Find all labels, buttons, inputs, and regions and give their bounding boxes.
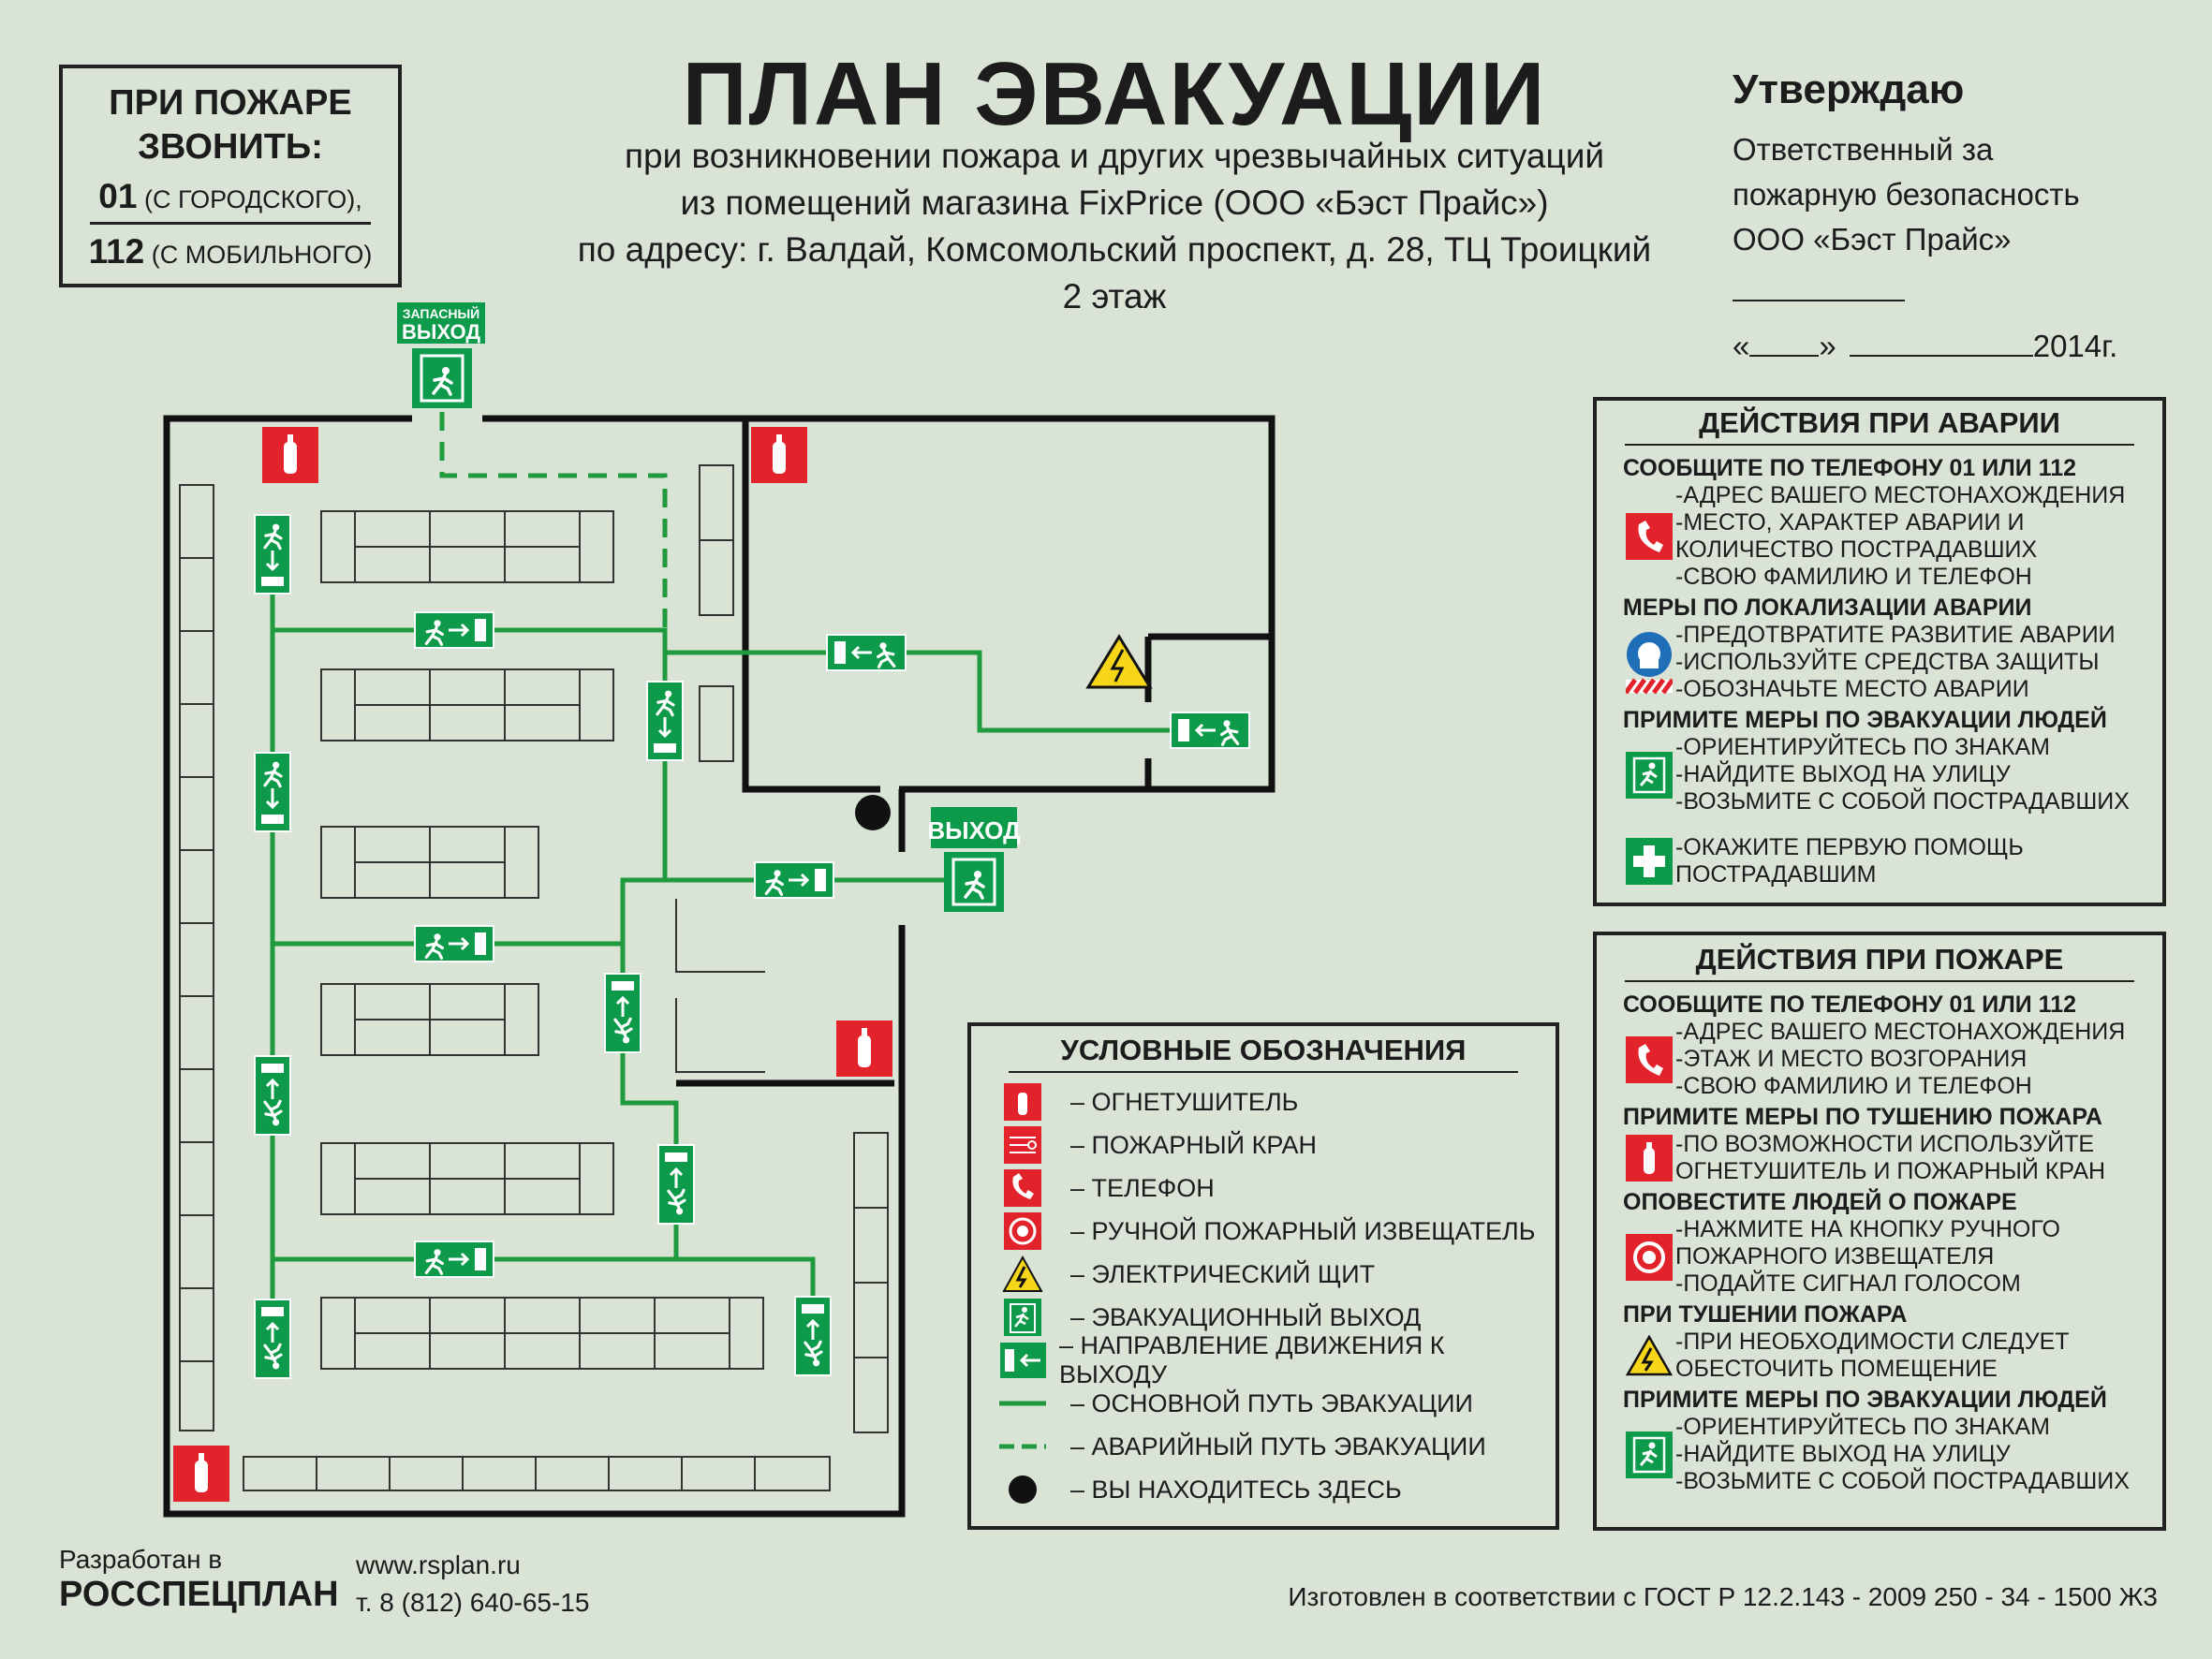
exit-icon	[1626, 1431, 1673, 1478]
spare-exit-label-bottom: ВЫХОД	[402, 320, 480, 344]
direction-sign	[1171, 712, 1249, 748]
fire-section-alert: -НАЖМИТЕ НА КНОПКУ РУЧНОГО ПОЖАРНОГО ИЗВ…	[1623, 1216, 2162, 1298]
extinguisher-icon	[173, 1446, 229, 1502]
floor-plan: ЗАПАСНЫЙ ВЫХОД ВЫХОД	[163, 302, 1276, 1518]
direction-sign	[415, 1241, 494, 1277]
main-exit-label: ВЫХОД	[927, 816, 1021, 844]
phone-box-divider	[90, 222, 371, 225]
fire-section-extinguish: -ПО ВОЗМОЖНОСТИ ИСПОЛЬЗУЙТЕ ОГНЕТУШИТЕЛЬ…	[1623, 1131, 2162, 1185]
developer-contacts: www.rsplan.ru т. 8 (812) 640-65-15	[356, 1547, 589, 1622]
approval-heading: Утверждаю	[1733, 66, 1965, 112]
emergency-evacuation-route	[273, 412, 668, 1262]
phone-icon	[1004, 1169, 1041, 1207]
alarm-button-icon	[1004, 1212, 1041, 1250]
developer-credit: Разработан в РОССПЕЦПЛАН	[59, 1545, 339, 1614]
direction-sign	[255, 515, 290, 594]
legend-item: – ОГНЕТУШИТЕЛЬ	[999, 1080, 1556, 1123]
exit-icon	[1004, 1299, 1041, 1336]
direction-sign	[605, 974, 641, 1052]
accident-actions-panel: ДЕЙСТВИЯ ПРИ АВАРИИ СООБЩИТЕ ПО ТЕЛЕФОНУ…	[1593, 397, 2166, 906]
phone-icon	[1626, 513, 1673, 560]
accident-panel-title: ДЕЙСТВИЯ ПРИ АВАРИИ	[1625, 406, 2134, 446]
phone-number-city: 01 (С ГОРОДСКОГО),	[98, 177, 362, 215]
legend-item: – ОСНОВНОЙ ПУТЬ ЭВАКУАЦИИ	[999, 1382, 1556, 1425]
standard-note: Изготовлен в соответствии с ГОСТ Р 12.2.…	[1288, 1582, 2158, 1611]
fire-panel-title: ДЕЙСТВИЯ ПРИ ПОЖАРЕ	[1625, 943, 2134, 982]
direction-arrow-icon	[1000, 1343, 1046, 1378]
website-link[interactable]: www.rsplan.ru	[356, 1550, 521, 1579]
accident-section-evacuate: -ОРИЕНТИРУЙТЕСЬ ПО ЗНАКАМ -НАЙДИТЕ ВЫХОД…	[1623, 734, 2162, 815]
phone-icon	[1626, 1035, 1673, 1083]
you-are-here-icon	[855, 795, 891, 830]
protection-icon	[1627, 631, 1672, 677]
accident-section-first-aid: -ОКАЖИТЕ ПЕРВУЮ ПОМОЩЬ ПОСТРАДАВШИМ	[1623, 834, 2162, 888]
legend-item: – ТЕЛЕФОН	[999, 1167, 1556, 1210]
direction-sign	[255, 1299, 290, 1378]
electric-hazard-icon	[1002, 1255, 1043, 1292]
phone-number-mobile: 112 (С МОБИЛЬНОГО)	[88, 232, 373, 271]
direction-sign	[795, 1297, 831, 1375]
direction-sign	[827, 635, 906, 670]
extinguisher-icon	[1004, 1083, 1041, 1121]
shelving	[179, 464, 889, 1491]
direction-sign	[415, 926, 494, 962]
electric-hazard-icon	[1085, 634, 1153, 689]
walls	[163, 415, 1276, 1518]
signature-line	[1733, 262, 1905, 301]
legend-item: – ЭЛЕКТРИЧЕСКИЙ ЩИТ	[999, 1253, 1556, 1296]
main-exit-sign: ВЫХОД	[927, 807, 1021, 912]
electric-hazard-icon	[1626, 1334, 1673, 1376]
page-title: ПЛАН ЭВАКУАЦИИ	[682, 44, 1547, 144]
hazard-stripe-icon	[1626, 678, 1673, 694]
you-are-here-icon	[1009, 1475, 1037, 1504]
page-subtitle: при возникновении пожара и других чрезвы…	[577, 137, 1652, 316]
emergency-route-icon	[999, 1444, 1046, 1449]
main-route-icon	[999, 1401, 1046, 1406]
legend-item: – РУЧНОЙ ПОЖАРНЫЙ ИЗВЕЩАТЕЛЬ	[999, 1210, 1556, 1253]
exit-icon	[1626, 751, 1673, 799]
fire-section-power-off: -ПРИ НЕОБХОДИМОСТИ СЛЕДУЕТ ОБЕСТОЧИТЬ ПО…	[1623, 1329, 2162, 1383]
direction-sign	[415, 612, 494, 648]
direction-sign	[255, 1056, 290, 1135]
legend-panel: УСЛОВНЫЕ ОБОЗНАЧЕНИЯ – ОГНЕТУШИТЕЛЬ – ПО…	[967, 1022, 1559, 1530]
direction-sign	[755, 862, 833, 898]
fire-section-evacuate: -ОРИЕНТИРУЙТЕСЬ ПО ЗНАКАМ -НАЙДИТЕ ВЫХОД…	[1623, 1414, 2162, 1495]
accident-section-report: -АДРЕС ВАШЕГО МЕСТОНАХОЖДЕНИЯ -МЕСТО, ХА…	[1623, 482, 2162, 591]
developer-company: РОССПЕЦПЛАН	[59, 1575, 339, 1614]
phone-box-heading: ПРИ ПОЖАРЕ ЗВОНИТЬ:	[109, 83, 352, 167]
fire-section-report: -АДРЕС ВАШЕГО МЕСТОНАХОЖДЕНИЯ -ЭТАЖ И МЕ…	[1623, 1019, 2162, 1100]
direction-sign	[658, 1145, 694, 1224]
fire-actions-panel: ДЕЙСТВИЯ ПРИ ПОЖАРЕ СООБЩИТЕ ПО ТЕЛЕФОНУ…	[1593, 932, 2166, 1531]
alarm-button-icon	[1626, 1233, 1673, 1281]
legend-item: – ПОЖАРНЫЙ КРАН	[999, 1123, 1556, 1167]
extinguisher-icon	[262, 427, 318, 483]
accident-section-localize: -ПРЕДОТВРАТИТЕ РАЗВИТИЕ АВАРИИ -ИСПОЛЬЗУ…	[1623, 622, 2162, 703]
emergency-phone-box: ПРИ ПОЖАРЕ ЗВОНИТЬ: 01 (С ГОРОДСКОГО), 1…	[59, 65, 402, 287]
legend-item: – АВАРИЙНЫЙ ПУТЬ ЭВАКУАЦИИ	[999, 1425, 1556, 1468]
extinguisher-icon	[836, 1020, 892, 1077]
legend-item: – ВЫ НАХОДИТЕСЬ ЗДЕСЬ	[999, 1468, 1556, 1511]
spare-exit-sign: ЗАПАСНЫЙ ВЫХОД	[397, 302, 485, 408]
extinguisher-icon	[751, 427, 807, 483]
direction-sign	[255, 753, 290, 831]
legend-title: УСЛОВНЫЕ ОБОЗНАЧЕНИЯ	[1009, 1034, 1518, 1073]
fire-hydrant-icon	[1004, 1126, 1041, 1164]
direction-sign	[647, 682, 683, 760]
approval-block: Утверждаю Ответственный за пожарную безо…	[1733, 67, 2126, 369]
approval-date: «»2014г.	[1733, 329, 2118, 363]
first-aid-icon	[1626, 838, 1673, 885]
extinguisher-icon	[1626, 1135, 1673, 1182]
legend-item: – НАПРАВЛЕНИЕ ДВИЖЕНИЯ К ВЫХОДУ	[999, 1331, 1556, 1388]
spare-exit-label-top: ЗАПАСНЫЙ	[403, 305, 480, 321]
legend-item: – ЭВАКУАЦИОННЫЙ ВЫХОД	[999, 1296, 1556, 1339]
